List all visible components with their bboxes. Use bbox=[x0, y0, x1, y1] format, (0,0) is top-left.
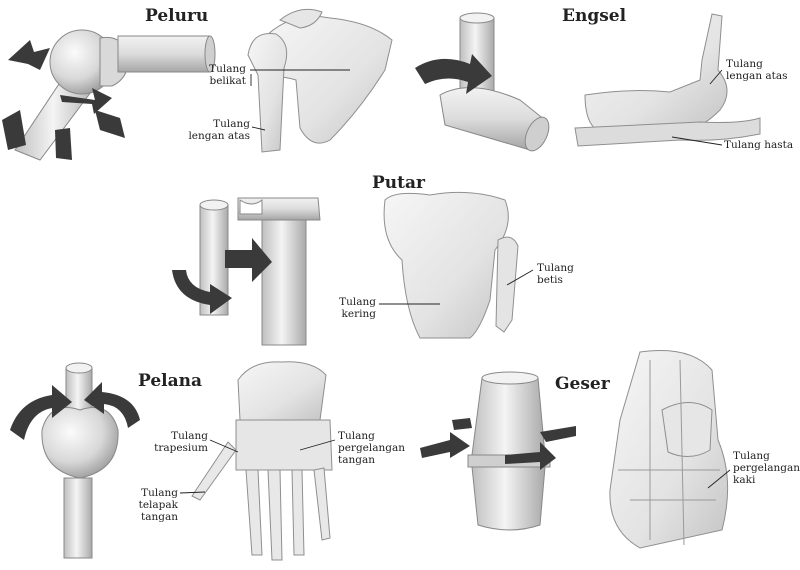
pointer-trapesium bbox=[209, 439, 239, 453]
title-putar: Putar bbox=[372, 173, 425, 193]
title-pelana: Pelana bbox=[138, 371, 202, 391]
rotation-arrows bbox=[10, 382, 140, 440]
hinge-model bbox=[415, 12, 550, 152]
hand-bones bbox=[191, 361, 333, 561]
shoulder-bones bbox=[247, 8, 393, 153]
gliding-model bbox=[420, 371, 576, 531]
title-engsel: Engsel bbox=[562, 6, 627, 26]
pivot-model bbox=[172, 197, 321, 346]
pointer-pergelangan-tangan bbox=[299, 439, 336, 451]
pointer-pergelangan-kaki bbox=[707, 469, 731, 489]
pointer-engsel-lengan-atas bbox=[709, 69, 723, 85]
rotation-arrows bbox=[172, 238, 272, 314]
title-geser: Geser bbox=[555, 374, 610, 394]
pointer-betis bbox=[506, 269, 534, 286]
rotation-arrows bbox=[2, 40, 125, 160]
label-pointer-lines bbox=[179, 69, 731, 494]
slide-arrows bbox=[420, 418, 576, 470]
title-peluru: Peluru bbox=[145, 6, 209, 26]
foot-bones bbox=[609, 349, 729, 549]
knee-bones bbox=[383, 191, 519, 339]
pointer-hasta bbox=[671, 136, 723, 146]
ball-socket-model bbox=[2, 29, 216, 161]
pointer-telapak-tangan bbox=[179, 491, 206, 494]
label-tulang-hasta: Tulang hasta bbox=[724, 139, 794, 151]
saddle-model bbox=[10, 362, 140, 559]
pointer-lengan-atas bbox=[251, 126, 266, 131]
